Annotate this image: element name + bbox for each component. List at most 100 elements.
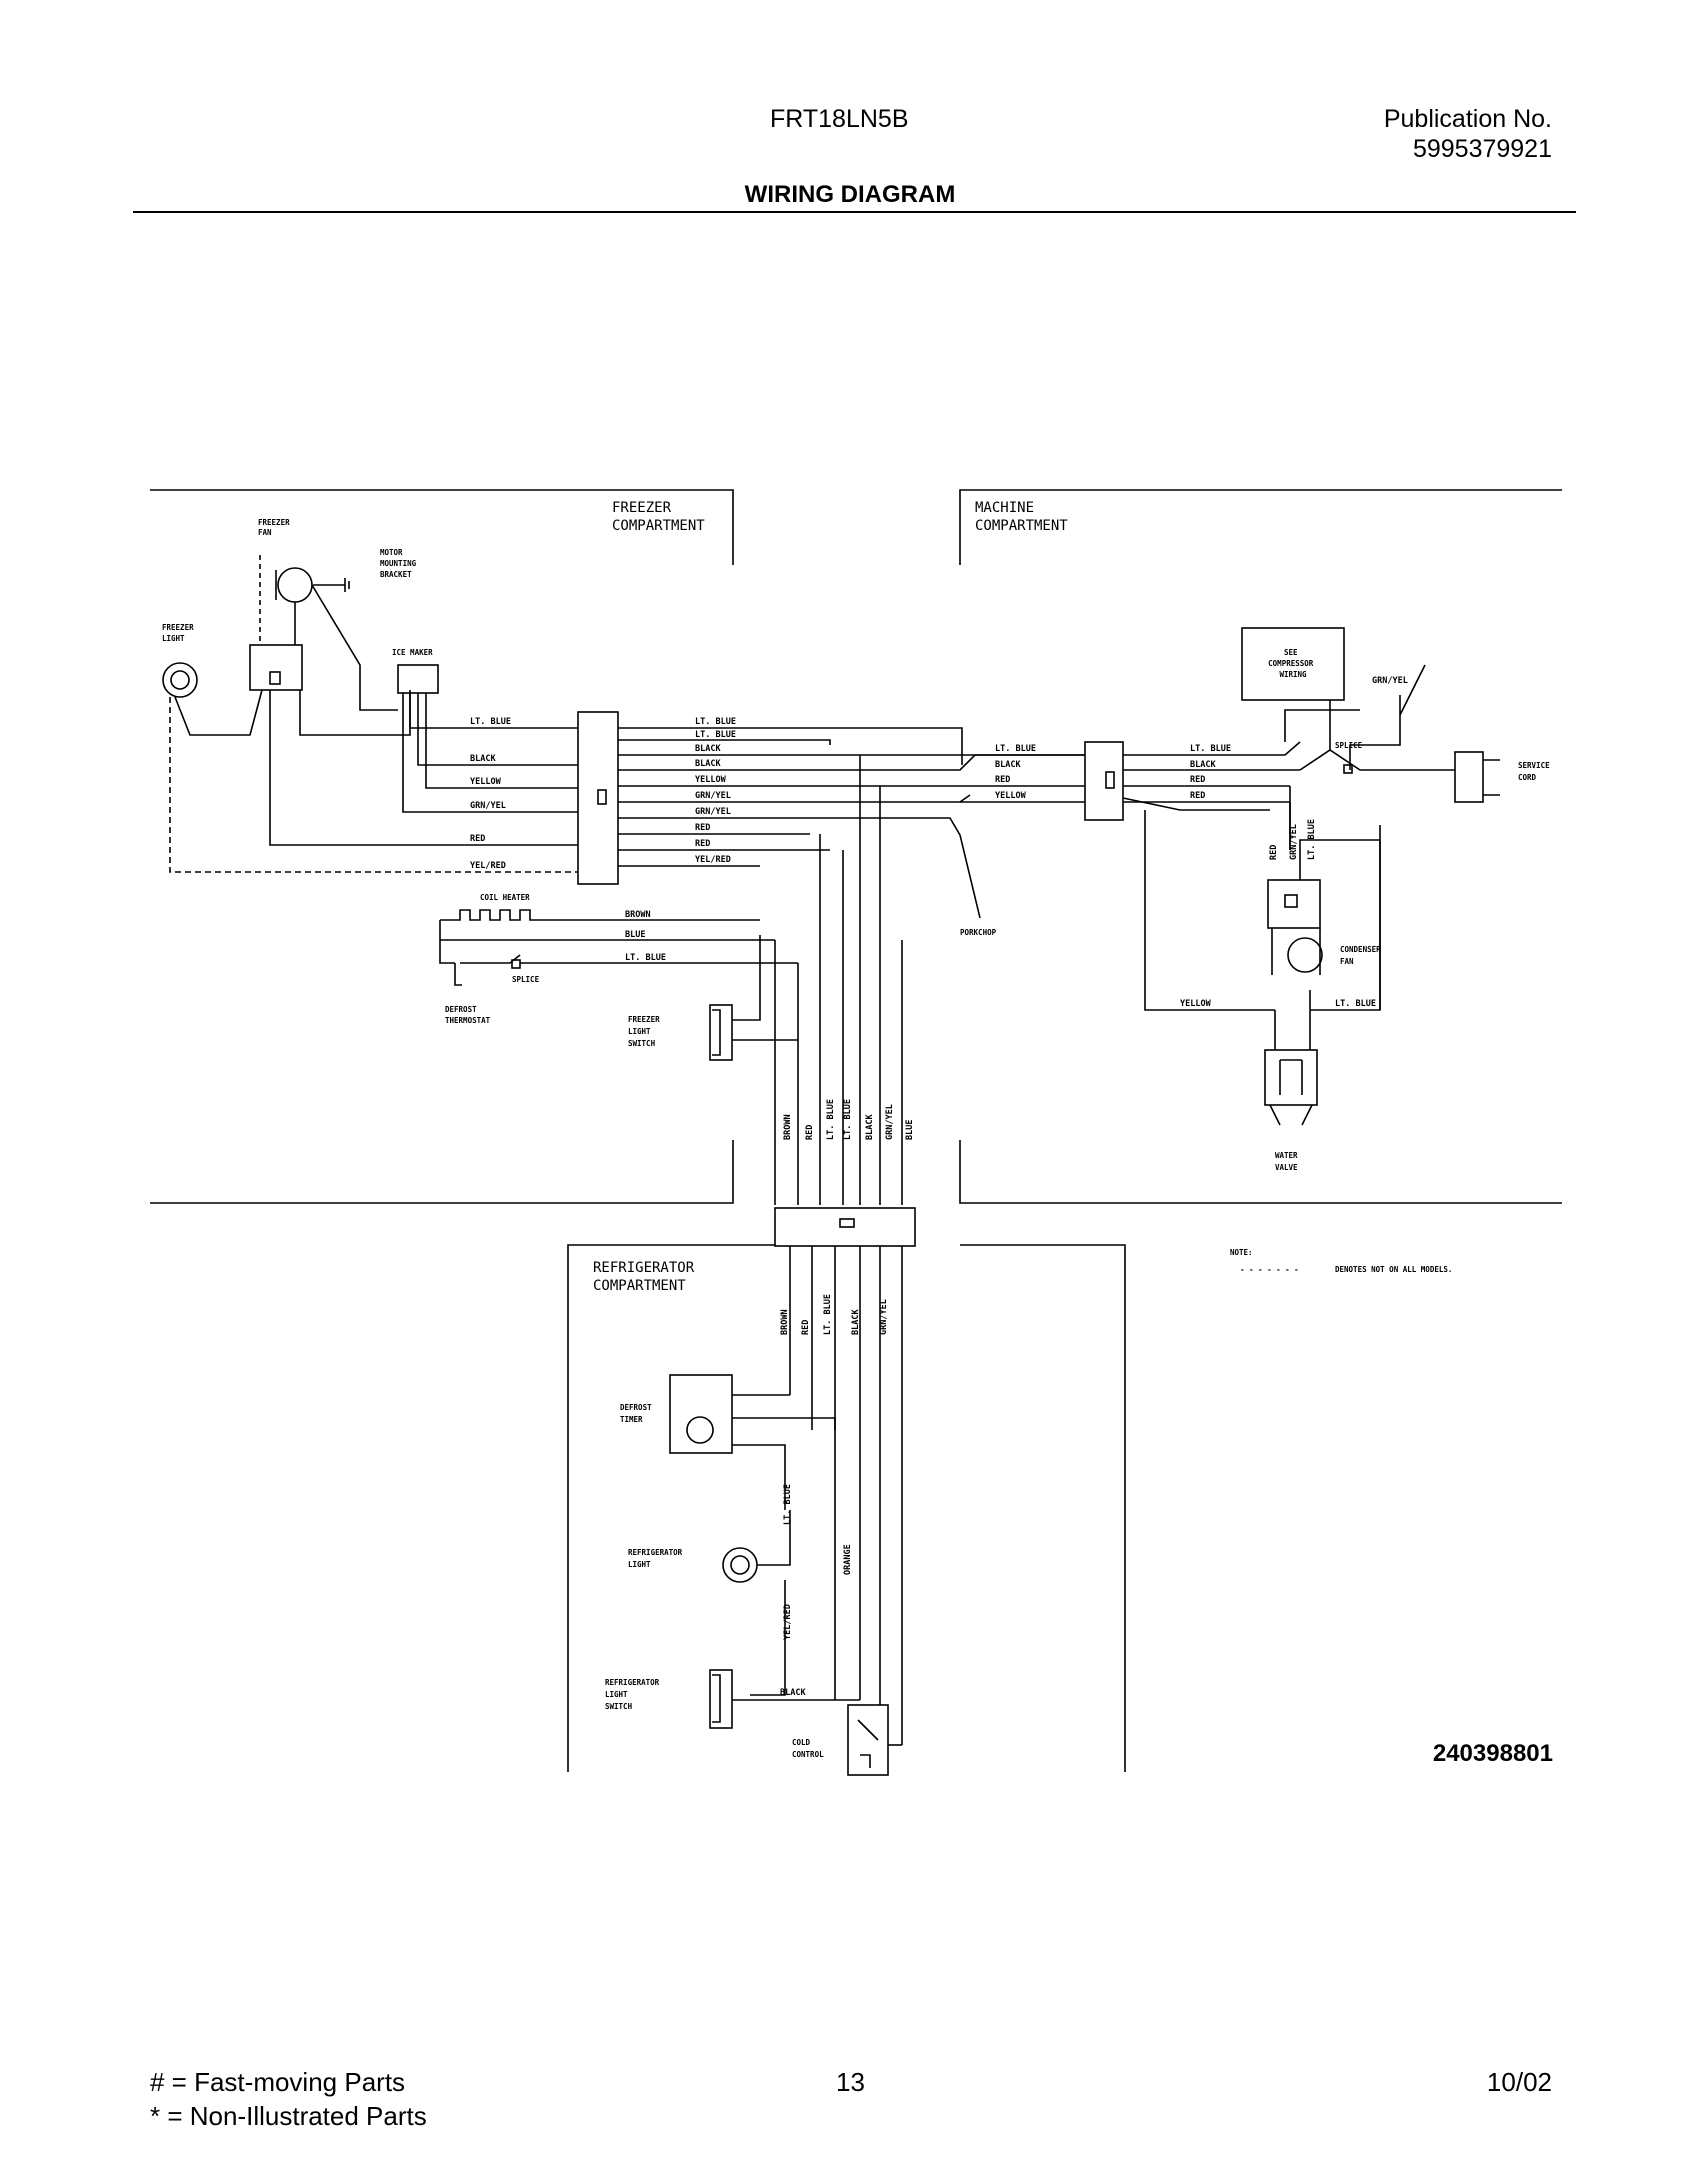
svg-text:BLACK: BLACK [695,759,721,769]
refrigerator-light-label: REFRIGERATOR LIGHT [628,1548,687,1569]
wire-label: LT. BLUE [1335,999,1376,1009]
svg-text:LT. BLUE: LT. BLUE [843,1099,853,1140]
svg-text:LT. BLUE: LT. BLUE [695,717,736,727]
machine-left-labels: LT. BLUE BLACK RED YELLOW [995,744,1036,801]
svg-text:GRN/YEL: GRN/YEL [695,791,731,801]
machine-splice-label: SPLICE [1335,741,1363,750]
cold-control-icon [847,1704,889,1776]
note-dashes: - - - - - - - [1240,1265,1299,1274]
mid-harness-labels: LT. BLUE LT. BLUE BLACK BLACK YELLOW GRN… [695,717,736,865]
refrigerator-compartment-frame [567,1244,1126,1772]
refrigerator-connector-block [774,1207,916,1247]
svg-text:YEL/RED: YEL/RED [695,855,731,865]
document-number: 240398801 [1432,1740,1553,1767]
refrigerator-light-icon [722,1547,758,1583]
refrigerator-vertical-labels: BROWN RED LT. BLUE BLACK GRN/YEL [780,1294,889,1335]
coil-heater-icon [440,909,560,921]
svg-text:LT. BLUE: LT. BLUE [1307,819,1317,860]
svg-text:RED: RED [1190,791,1205,801]
ice-maker-label: ICE MAKER [392,648,433,657]
svg-text:BLACK: BLACK [695,744,721,754]
svg-text:BROWN: BROWN [783,1114,793,1140]
legend-fast-moving: # = Fast-moving Parts [150,2067,406,2097]
freezer-connector-block [577,711,619,885]
cold-control-label: COLD CONTROL [792,1738,824,1759]
svg-text:BROWN: BROWN [780,1309,790,1335]
machine-right-labels: LT. BLUE BLACK RED RED [1190,744,1231,801]
freezer-light-switch-label: FREEZER LIGHT SWITCH [628,1015,664,1048]
publication-label: Publication No. [1383,105,1552,133]
svg-text:GRN/YEL: GRN/YEL [1289,824,1299,860]
compressor-wiring-label: SEE COMPRESSOR WIRING [1268,648,1318,679]
svg-text:BLACK: BLACK [1190,760,1216,770]
freezer-light-switch-icon [709,1004,733,1061]
defrost-timer-icon [669,1374,733,1454]
ice-maker-connector [397,664,439,694]
compressor-wiring-box [1241,627,1345,701]
water-valve-icon [1264,1049,1318,1106]
svg-text:RED: RED [695,823,710,833]
svg-text:LT. BLUE: LT. BLUE [995,744,1036,754]
svg-text:GRN/YEL: GRN/YEL [695,807,731,817]
svg-text:YELLOW: YELLOW [995,791,1027,801]
svg-text:RED: RED [805,1125,815,1140]
svg-text:GRN/YEL: GRN/YEL [879,1299,889,1335]
freezer-light-label: FREEZER LIGHT [162,623,198,643]
svg-text:RED: RED [695,839,710,849]
wire-label: YELLOW [470,777,502,787]
page-title: WIRING DIAGRAM [744,181,956,208]
refrigerator-compartment-label: REFRIGERATOR COMPARTMENT [593,1260,703,1294]
water-valve-label: WATER VALVE [1275,1151,1302,1172]
wire-label: YEL/RED [783,1604,793,1640]
wire-label: LT. BLUE [470,717,511,727]
motor-bracket-label: MOTOR MOUNTING BRACKET [380,548,421,579]
svg-text:LT. BLUE: LT. BLUE [826,1099,836,1140]
refrigerator-light-switch-icon [709,1669,733,1729]
condenser-fan-label: CONDENSER FAN [1340,945,1385,966]
service-cord-label: SERVICE CORD [1518,761,1554,782]
svg-text:BLACK: BLACK [995,760,1021,770]
wire-label: GRN/YEL [1372,676,1408,686]
freezer-fan-connector [249,644,303,691]
svg-text:RED: RED [801,1320,811,1335]
svg-text:RED: RED [995,775,1010,785]
machine-vertical-labels: RED GRN/YEL LT. BLUE [1269,819,1317,860]
freezer-vertical-labels: BROWN RED LT. BLUE LT. BLUE BLACK GRN/YE… [783,1099,915,1140]
svg-text:BLACK: BLACK [851,1309,861,1335]
wire-label: RED [470,834,485,844]
svg-text:BLUE: BLUE [905,1120,915,1140]
porkchop-label: PORKCHOP [960,928,997,937]
freezer-compartment-frame [150,489,734,1204]
freezer-light-icon [162,662,198,698]
defrost-timer-label: DEFROST TIMER [620,1403,656,1424]
note-title: NOTE: [1230,1248,1253,1257]
page-number: 13 [836,2067,865,2097]
wire-label: LT. BLUE [783,1484,793,1525]
machine-connector-block [1084,741,1124,821]
svg-text:LT. BLUE: LT. BLUE [1190,744,1231,754]
wire-label: ORANGE [843,1544,853,1575]
publication-block: Publication No. 5995379921 [1384,104,1552,164]
note-text: DENOTES NOT ON ALL MODELS. [1335,1265,1452,1274]
wire-label: LT. BLUE [625,953,666,963]
svg-text:BLACK: BLACK [865,1114,875,1140]
svg-text:RED: RED [1190,775,1205,785]
header-rule [133,211,1576,213]
legend-non-illustrated: * = Non-Illustrated Parts [150,2101,427,2131]
svg-text:GRN/YEL: GRN/YEL [885,1104,895,1140]
svg-text:LT. BLUE: LT. BLUE [823,1294,833,1335]
left-splice-label: SPLICE [512,975,540,984]
svg-text:YELLOW: YELLOW [695,775,727,785]
wire-label: BROWN [625,910,651,920]
wire-label: YEL/RED [470,861,506,871]
wire-label: BLACK [470,754,496,764]
freezer-compartment-label: FREEZER COMPARTMENT [612,500,705,534]
service-cord-plug [1454,751,1484,803]
wire-label: GRN/YEL [470,801,506,811]
freezer-fan-label: FREEZER FAN [258,518,294,537]
revision-date: 10/02 [1486,2067,1552,2097]
model-number: FRT18LN5B [770,105,909,133]
publication-number: 5995379921 [1412,135,1552,163]
coil-heater-label: COIL HEATER [480,893,530,902]
